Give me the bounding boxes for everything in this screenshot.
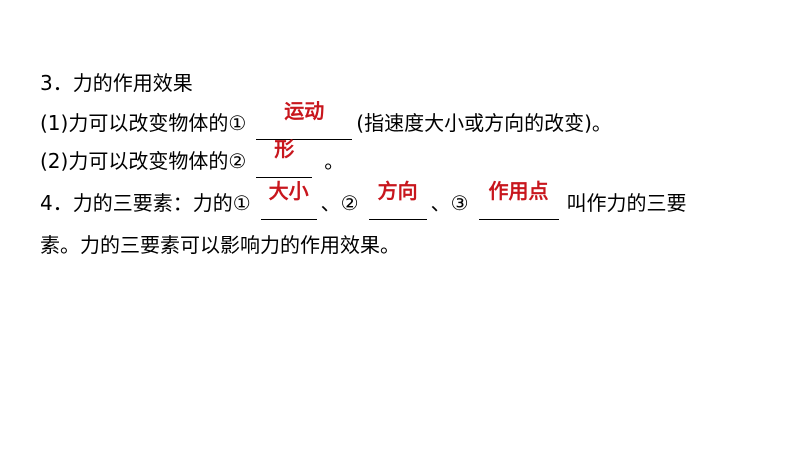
answer-motion: 运动	[284, 99, 325, 123]
answer-direction: 方向	[377, 179, 418, 203]
section4-line2-row: 素。力的三要素可以影响力的作用效果。	[40, 228, 400, 262]
separator-2: 、②	[320, 191, 359, 215]
answer-blank-shape: 形	[256, 137, 313, 178]
answer-blank-magnitude: 大小	[260, 179, 317, 220]
section3-item1-line: (1)力可以改变物体的① 运动 (指速度大小或方向的改变)。	[40, 99, 612, 140]
answer-blank-direction: 方向	[368, 179, 427, 220]
section4-prefix: 4．力的三要素：力的①	[40, 191, 251, 215]
answer-magnitude: 大小	[268, 179, 309, 203]
item1-suffix: (指速度大小或方向的改变)。	[356, 111, 612, 135]
section4-line2: 素。力的三要素可以影响力的作用效果。	[40, 233, 400, 257]
answer-blank-motion: 运动	[256, 99, 353, 140]
section3-heading-line: 3．力的作用效果	[40, 66, 193, 100]
answer-blank-point: 作用点	[478, 179, 559, 220]
section3-item2-line: (2)力可以改变物体的② 形 。	[40, 137, 345, 178]
item1-prefix: (1)力可以改变物体的①	[40, 111, 247, 135]
item2-suffix: 。	[324, 149, 345, 173]
item2-prefix: (2)力可以改变物体的②	[40, 149, 247, 173]
section4-line1: 4．力的三要素：力的① 大小 、② 方向 、③ 作用点 叫作力的三要	[40, 179, 687, 220]
separator-3: 、③	[430, 191, 469, 215]
answer-shape: 形	[274, 137, 295, 161]
section4-suffix: 叫作力的三要	[566, 191, 687, 215]
section3-heading: 3．力的作用效果	[40, 71, 193, 95]
answer-point-of-application: 作用点	[488, 179, 549, 203]
